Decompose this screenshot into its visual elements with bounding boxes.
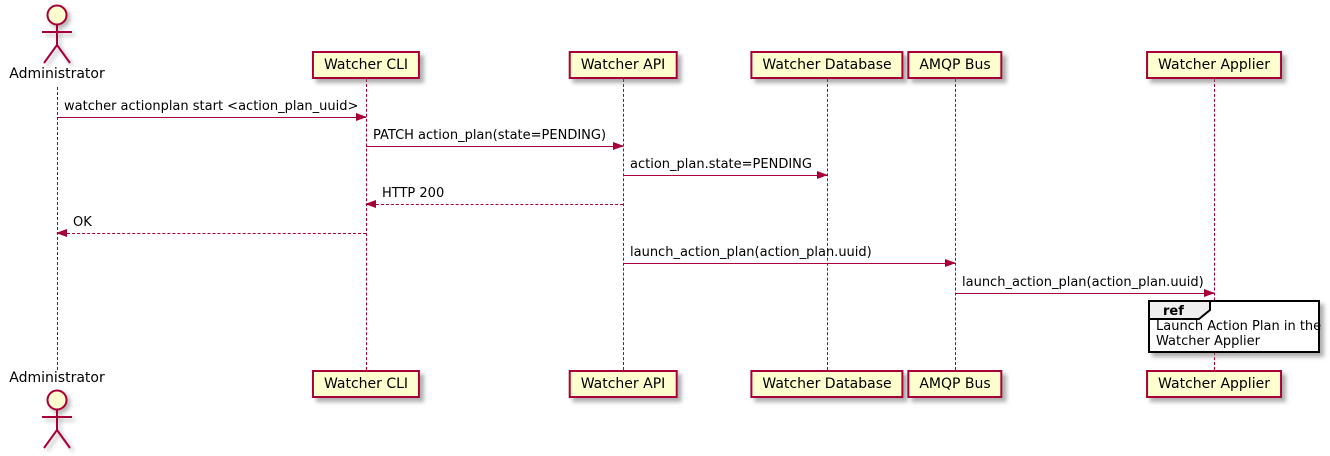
actor-bottom,388,370-icon [35,388,79,454]
lifeline-watcher-api [623,79,624,370]
ref-fragment: ref Launch Action Plan in the Watcher Ap… [1148,300,1321,353]
message-label: HTTP 200 [382,186,445,201]
participant-bottom-watcher-applier: Watcher Applier [1146,370,1282,398]
actor-label-top,3,66-administrator: Administrator [9,66,105,82]
lifeline-watcher-database [827,79,828,370]
message-arrow-line [623,263,955,264]
return-arrow-line [366,204,623,205]
message-label: watcher actionplan start <action_plan_uu… [64,99,359,114]
actor-label-bottom,388,370-administrator: Administrator [9,370,105,386]
arrowhead-icon [56,229,67,237]
message-label: OK [73,215,92,230]
ref-keyword: ref [1163,304,1184,319]
participant-bottom-amqp-bus: AMQP Bus [907,370,1003,398]
return-arrow-line [57,233,366,234]
lifeline-administrator [57,87,58,370]
arrowhead-icon [356,113,367,121]
participant-bottom-watcher-api: Watcher API [568,370,678,398]
ref-tab-icon: ref [1148,300,1211,320]
message-label: PATCH action_plan(state=PENDING) [373,128,607,143]
message-label: action_plan.state=PENDING [630,157,812,172]
ref-text: Launch Action Plan in the Watcher Applie… [1156,319,1321,349]
arrowhead-icon [613,142,624,150]
message-label: launch_action_plan(action_plan.uuid) [630,245,872,260]
lifeline-watcher-cli [366,79,367,370]
lifeline-watcher-applier [1214,79,1215,370]
arrowhead-icon [817,171,828,179]
ref-text-line: Watcher Applier [1156,334,1260,349]
message-arrow-line [955,293,1214,294]
message-arrow-line [623,175,827,176]
participant-top-amqp-bus: AMQP Bus [907,51,1003,79]
message-arrow-line [366,146,623,147]
arrowhead-icon [945,259,956,267]
participant-bottom-watcher-cli: Watcher CLI [311,370,421,398]
participant-top-watcher-applier: Watcher Applier [1146,51,1282,79]
participant-top-watcher-cli: Watcher CLI [311,51,421,79]
ref-text-line: Launch Action Plan in the [1156,319,1322,334]
lifeline-amqp-bus [955,79,956,370]
message-label: launch_action_plan(action_plan.uuid) [962,275,1204,290]
participant-top-watcher-api: Watcher API [568,51,678,79]
message-arrow-line [57,117,366,118]
arrowhead-icon [1204,289,1215,297]
participant-bottom-watcher-database: Watcher Database [750,370,904,398]
arrowhead-icon [365,200,376,208]
participant-top-watcher-database: Watcher Database [750,51,904,79]
actor-top,3,66-icon [35,3,79,69]
